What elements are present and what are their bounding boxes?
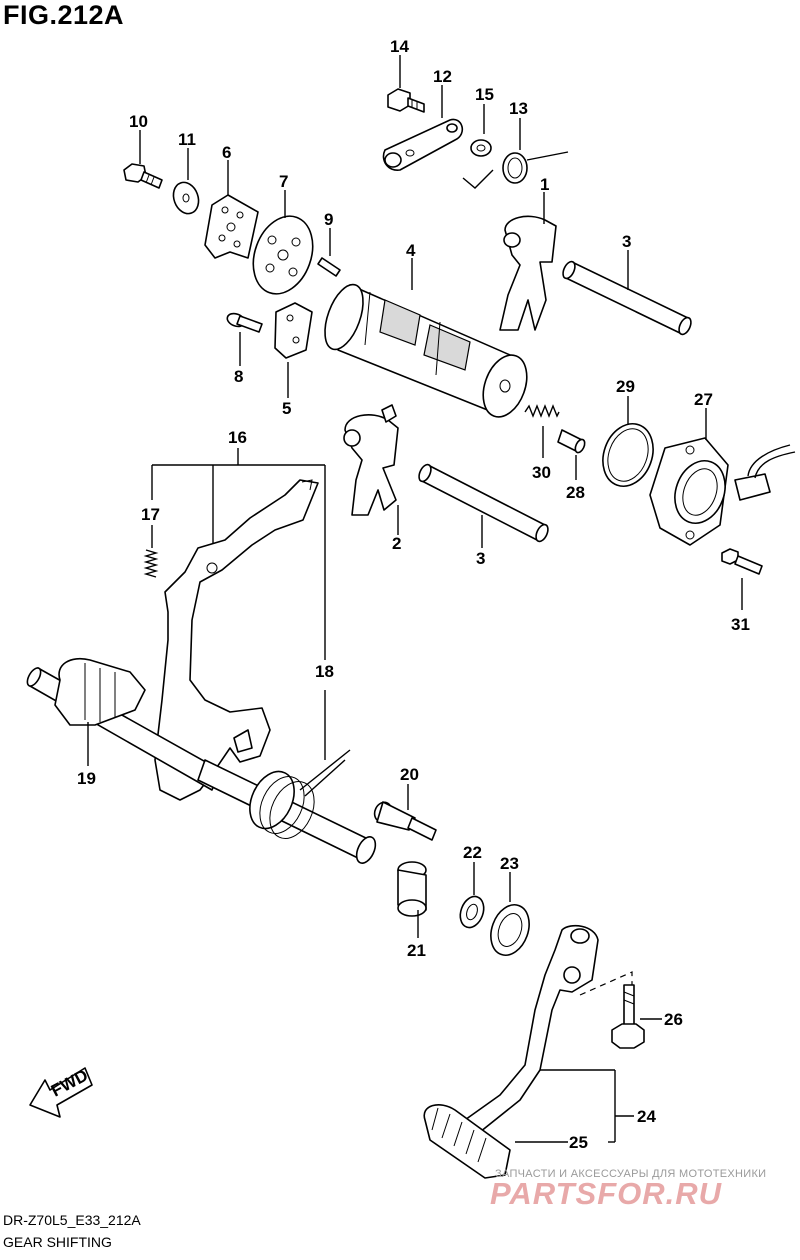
part-25-pedal-rubber	[423, 1104, 511, 1179]
callout-15: 15	[475, 85, 494, 104]
callout-12: 12	[433, 67, 452, 86]
part-3-fork-shaft-upper	[562, 260, 692, 336]
part-17-spring	[143, 549, 159, 578]
watermark-tagline: ЗАПЧАСТИ И АКСЕССУАРЫ ДЛЯ МОТОТЕХНИКИ	[495, 1168, 767, 1180]
callout-24: 24	[637, 1107, 656, 1126]
part-26-bolt	[611, 984, 645, 1049]
part-21-bushing	[397, 861, 427, 917]
fwd-arrow-icon: FWD	[29, 1066, 93, 1118]
callout-5: 5	[282, 399, 291, 418]
callout-11: 11	[178, 130, 196, 149]
part-10-bolt	[123, 163, 163, 189]
part-2-shift-fork	[343, 404, 399, 516]
figure-title: FIG.212A	[3, 0, 125, 30]
part-24-gearshift-lever	[447, 924, 599, 1149]
callout-18: 18	[315, 662, 334, 681]
part-9-pin	[317, 257, 341, 277]
part-29-o-ring	[602, 423, 654, 487]
part-11-washer	[172, 181, 200, 215]
callout-28: 28	[566, 483, 585, 502]
callout-19: 19	[77, 769, 96, 788]
figure-code: DR-Z70L5_E33_212A	[3, 1212, 141, 1228]
callout-7: 7	[279, 172, 288, 191]
part-4-shift-drum	[324, 283, 528, 418]
callout-23: 23	[500, 854, 519, 873]
part-19-gearshift-shaft	[26, 658, 221, 791]
part-18-gearshift-shaft-assy	[154, 479, 319, 801]
callout-17: 17	[141, 505, 160, 524]
callout-14: 14	[390, 37, 409, 56]
callout-21: 21	[407, 941, 426, 960]
part-15-washer	[470, 139, 492, 157]
callout-3-upper: 3	[622, 232, 631, 251]
part-23-oil-seal	[490, 904, 530, 956]
part-8-screw	[226, 312, 263, 333]
callout-4: 4	[406, 241, 416, 260]
part-1-shift-fork	[499, 215, 557, 331]
part-31-screw	[721, 548, 763, 575]
callout-31: 31	[731, 615, 750, 634]
part-7-cam-disc	[252, 215, 314, 295]
callout-2: 2	[392, 534, 401, 553]
part-20-bolt	[373, 801, 437, 841]
callout-13: 13	[509, 99, 528, 118]
callout-6: 6	[222, 143, 231, 162]
callout-9: 9	[324, 210, 333, 229]
part-24-bracket	[540, 1069, 634, 1143]
part-14-bolt	[387, 88, 425, 113]
callout-29: 29	[616, 377, 635, 396]
callout-16: 16	[228, 428, 247, 447]
part-27-gear-position-sensor	[649, 437, 796, 546]
callout-1: 1	[540, 175, 549, 194]
part-5-stopper-plate	[274, 302, 313, 359]
watermark-logo: PARTSFOR.RU	[490, 1176, 723, 1211]
part-3-fork-shaft-lower	[418, 463, 549, 543]
callout-20: 20	[400, 765, 419, 784]
figure-name: GEAR SHIFTING	[3, 1234, 112, 1250]
part-22-washer	[459, 895, 485, 929]
part-6-cam-plate	[204, 194, 259, 259]
part-28-pin	[557, 429, 586, 454]
callout-26: 26	[664, 1010, 683, 1029]
part-13-spring	[462, 151, 569, 189]
part-30-spring	[524, 404, 560, 418]
callout-25: 25	[569, 1133, 588, 1152]
callout-27: 27	[694, 390, 713, 409]
part-16-bracket	[151, 448, 326, 760]
callout-30: 30	[532, 463, 551, 482]
part-18-shaft-spring	[197, 749, 377, 864]
callout-22: 22	[463, 843, 482, 862]
callout-10: 10	[129, 112, 148, 131]
callout-8: 8	[234, 367, 243, 386]
part-12-stopper-arm	[382, 118, 464, 171]
callout-3-lower: 3	[476, 549, 485, 568]
